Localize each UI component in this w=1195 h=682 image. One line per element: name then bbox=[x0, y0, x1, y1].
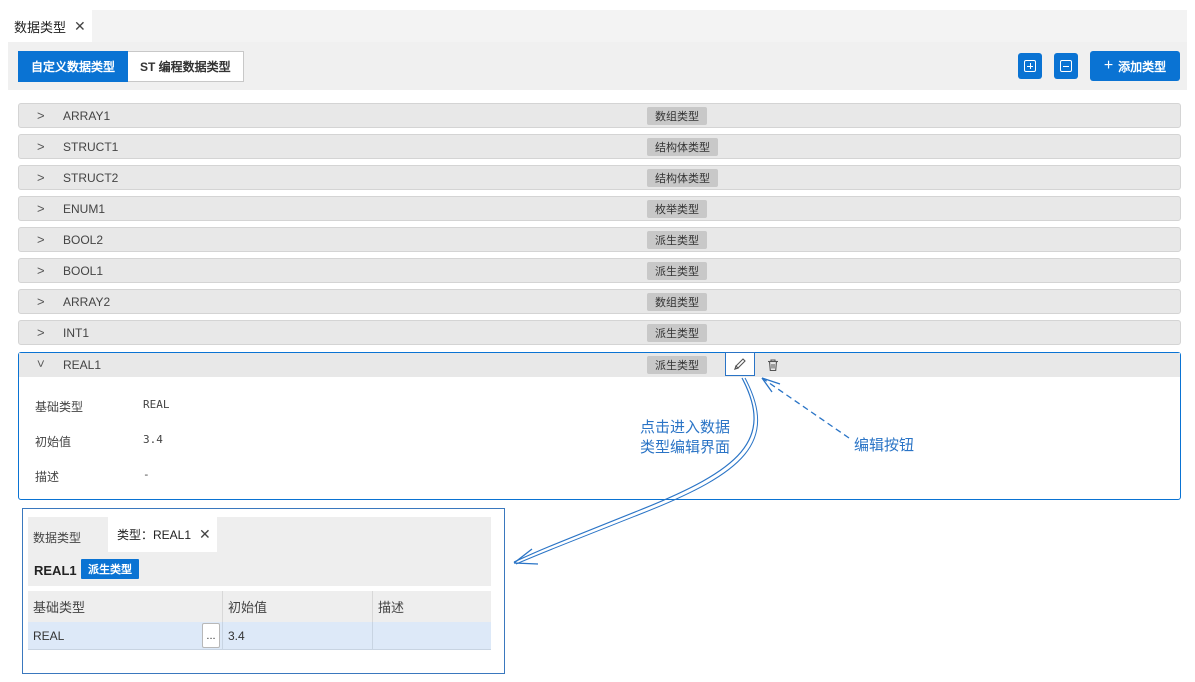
type-name: ARRAY1 bbox=[63, 109, 111, 123]
type-row[interactable]: > BOOL1 派生类型 bbox=[18, 258, 1181, 283]
type-row[interactable]: > BOOL2 派生类型 bbox=[18, 227, 1181, 252]
type-name: INT1 bbox=[63, 326, 90, 340]
initial-value-label: 初始值 bbox=[35, 435, 72, 449]
base-type-label: 基础类型 bbox=[35, 400, 84, 414]
type-kind-badge: 枚举类型 bbox=[647, 200, 707, 218]
cell-description[interactable] bbox=[373, 622, 491, 650]
type-row[interactable]: > ENUM1 枚举类型 bbox=[18, 196, 1181, 221]
chevron-right-icon: > bbox=[37, 201, 45, 216]
column-header-initial-value: 初始值 bbox=[223, 591, 373, 622]
chevron-right-icon: > bbox=[37, 139, 45, 154]
trash-icon bbox=[768, 359, 778, 372]
description-value: - bbox=[143, 468, 150, 481]
expanded-row-header[interactable]: > REAL1 派生类型 bbox=[19, 352, 1180, 377]
type-name: STRUCT1 bbox=[63, 140, 119, 154]
type-kind-badge: 派生类型 bbox=[647, 231, 707, 249]
type-row[interactable]: > ARRAY1 数组类型 bbox=[18, 103, 1181, 128]
annotation-line: 点击进入数据 bbox=[640, 419, 731, 436]
type-row[interactable]: > STRUCT1 结构体类型 bbox=[18, 134, 1181, 159]
type-kind-badge: 派生类型 bbox=[647, 262, 707, 280]
add-type-button[interactable]: + 添加类型 bbox=[1090, 51, 1180, 81]
initial-value: 3.4 bbox=[143, 433, 163, 446]
type-kind-badge: 数组类型 bbox=[647, 107, 707, 125]
tab-data-types[interactable]: 数据类型 ✕ bbox=[8, 10, 92, 42]
editor-tab-strip: 数据类型 类型：REAL1 ✕ bbox=[28, 517, 491, 552]
type-name: ENUM1 bbox=[63, 202, 106, 216]
type-editor-preview: 数据类型 类型：REAL1 ✕ REAL1 派生类型 基础类型 初始值 描述 R… bbox=[22, 508, 505, 674]
type-kind-badge: 派生类型 bbox=[647, 324, 707, 342]
browse-type-button[interactable]: ... bbox=[202, 623, 220, 648]
type-name: BOOL2 bbox=[63, 233, 104, 247]
collapse-all-icon bbox=[1060, 60, 1072, 72]
type-kind-badge: 结构体类型 bbox=[647, 138, 718, 156]
delete-button[interactable] bbox=[761, 353, 785, 377]
expand-all-button[interactable] bbox=[1018, 53, 1042, 79]
editor-header: REAL1 派生类型 bbox=[28, 552, 491, 586]
annotation-click-to-edit: 点击进入数据 类型编辑界面 bbox=[640, 418, 730, 458]
tab-type-real1[interactable]: 类型：REAL1 ✕ bbox=[108, 517, 217, 552]
chevron-right-icon: > bbox=[37, 263, 45, 278]
plus-icon: + bbox=[1103, 57, 1114, 74]
chevron-right-icon: > bbox=[37, 108, 45, 123]
tab-type-real1-label: 类型：REAL1 bbox=[117, 528, 192, 542]
description-label: 描述 bbox=[35, 470, 60, 484]
tab-custom-data-types[interactable]: 自定义数据类型 bbox=[18, 51, 129, 82]
expand-all-icon bbox=[1024, 60, 1036, 72]
chevron-right-icon: > bbox=[37, 170, 45, 185]
base-type-value: REAL bbox=[143, 398, 170, 411]
type-name: REAL1 bbox=[63, 358, 102, 372]
type-kind-badge: 结构体类型 bbox=[647, 169, 718, 187]
type-row-expanded: > REAL1 派生类型 基础类型 REAL 初始值 3.4 描述 - bbox=[18, 352, 1181, 500]
editor-type-title: REAL1 bbox=[34, 563, 77, 578]
tab-data-types[interactable]: 数据类型 bbox=[33, 531, 82, 545]
annotation-edit-button: 编辑按钮 bbox=[854, 437, 915, 454]
chevron-right-icon: > bbox=[37, 232, 45, 247]
type-name: ARRAY2 bbox=[63, 295, 111, 309]
collapse-all-button[interactable] bbox=[1054, 53, 1078, 79]
close-icon[interactable]: ✕ bbox=[74, 17, 86, 34]
column-header-base-type: 基础类型 bbox=[28, 591, 223, 622]
chevron-right-icon: > bbox=[37, 294, 45, 309]
type-category-switch: 自定义数据类型 ST 编程数据类型 bbox=[18, 51, 244, 82]
type-kind-badge: 派生类型 bbox=[647, 356, 707, 374]
type-name: BOOL1 bbox=[63, 264, 104, 278]
add-type-label: 添加类型 bbox=[1118, 59, 1167, 74]
toolbar: 自定义数据类型 ST 编程数据类型 + 添加类型 bbox=[8, 42, 1187, 90]
type-row[interactable]: > INT1 派生类型 bbox=[18, 320, 1181, 345]
tab-st-data-types[interactable]: ST 编程数据类型 bbox=[128, 51, 244, 82]
type-kind-badge: 数组类型 bbox=[647, 293, 707, 311]
pencil-icon bbox=[734, 358, 746, 370]
cell-initial-value[interactable]: 3.4 bbox=[223, 622, 373, 650]
annotation-line: 类型编辑界面 bbox=[640, 439, 731, 456]
close-icon[interactable]: ✕ bbox=[199, 526, 211, 542]
type-name: STRUCT2 bbox=[63, 171, 119, 185]
type-row[interactable]: > STRUCT2 结构体类型 bbox=[18, 165, 1181, 190]
column-header-description: 描述 bbox=[373, 591, 491, 622]
cell-base-type[interactable]: REAL bbox=[28, 622, 223, 650]
type-row[interactable]: > ARRAY2 数组类型 bbox=[18, 289, 1181, 314]
chevron-right-icon: > bbox=[37, 325, 45, 340]
document-tab-strip: 数据类型 ✕ bbox=[8, 10, 1187, 42]
editor-type-badge: 派生类型 bbox=[81, 559, 139, 579]
edit-button[interactable] bbox=[725, 352, 755, 376]
tab-data-types-label: 数据类型 bbox=[14, 19, 67, 35]
